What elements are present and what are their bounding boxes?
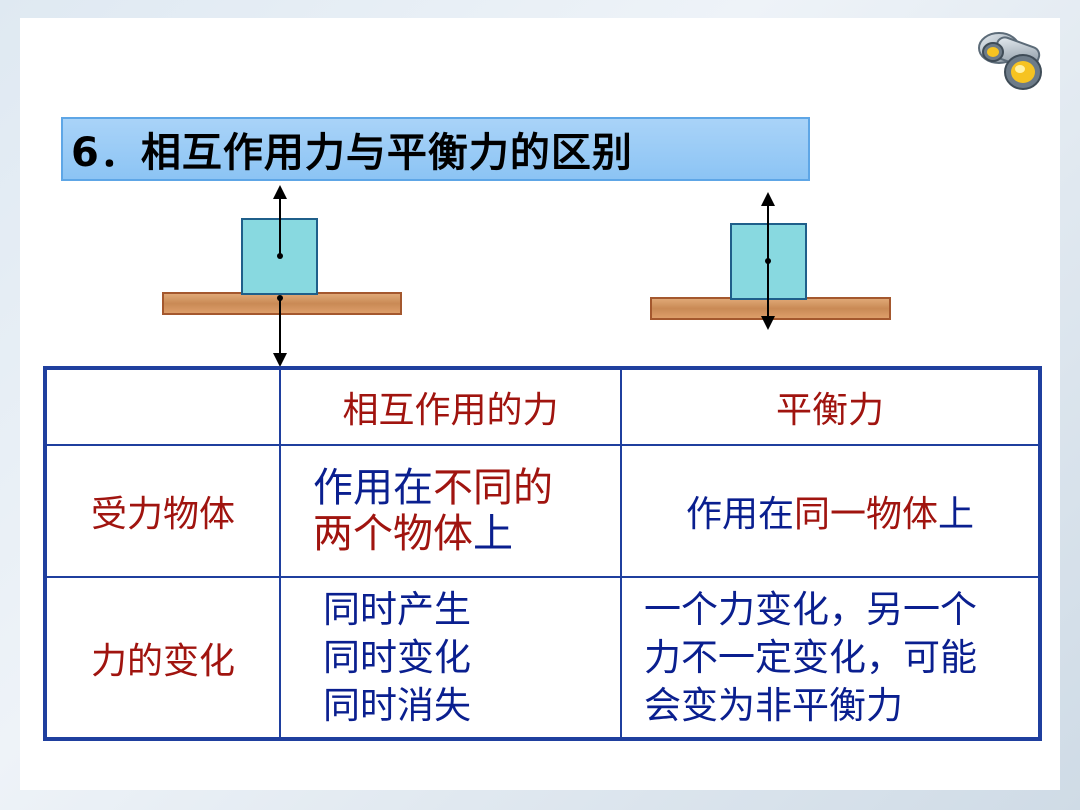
comparison-table: 相互作用的力 平衡力 受力物体 作用在不同的 两个物体上 作用在同一物体上 力的… <box>43 366 1042 741</box>
text-line: 会变为非平衡力 <box>644 683 903 727</box>
table-header-row: 相互作用的力 平衡力 <box>44 367 1041 446</box>
text-fragment: 作用在 <box>313 465 433 511</box>
balanced-force-diagram <box>650 192 891 330</box>
cell-balanced-change: 一个力变化，另一个 力不一定变化，可能 会变为非平衡力 <box>620 576 1041 740</box>
slide-title: 6．相互作用力与平衡力的区别 <box>61 117 810 181</box>
table-row: 受力物体 作用在不同的 两个物体上 作用在同一物体上 <box>44 444 1041 578</box>
board-right <box>650 297 891 320</box>
text-line: 同时消失 <box>323 683 471 727</box>
text-line: 力不一定变化，可能 <box>644 635 977 679</box>
table-row: 力的变化 同时产生 同时变化 同时消失 一个力变化，另一个 力不一定变化，可能 … <box>44 576 1041 740</box>
text-fragment: 两个物体 <box>313 511 473 557</box>
row-label-object: 受力物体 <box>44 444 281 578</box>
text-fragment: 上 <box>938 494 975 535</box>
cell-balanced-object: 作用在同一物体上 <box>620 444 1041 578</box>
header-balanced-force: 平衡力 <box>620 367 1041 446</box>
text-line: 同时产生 <box>323 587 471 631</box>
cell-interaction-object: 作用在不同的 两个物体上 <box>279 444 622 578</box>
cell-interaction-change: 同时产生 同时变化 同时消失 <box>279 576 622 740</box>
header-interaction-force: 相互作用的力 <box>279 367 622 446</box>
text-line: 一个力变化，另一个 <box>644 587 977 631</box>
text-fragment: 作用在 <box>685 494 794 535</box>
binoculars-icon <box>978 32 1042 90</box>
text-line: 同时变化 <box>323 635 471 679</box>
text-fragment: 同一物体 <box>793 494 938 535</box>
text-fragment: 不同的 <box>433 465 553 511</box>
interaction-force-diagram <box>162 185 402 367</box>
header-empty <box>44 367 281 446</box>
text-fragment: 上 <box>473 511 513 557</box>
force-diagrams <box>162 185 891 367</box>
row-label-change: 力的变化 <box>44 576 281 740</box>
